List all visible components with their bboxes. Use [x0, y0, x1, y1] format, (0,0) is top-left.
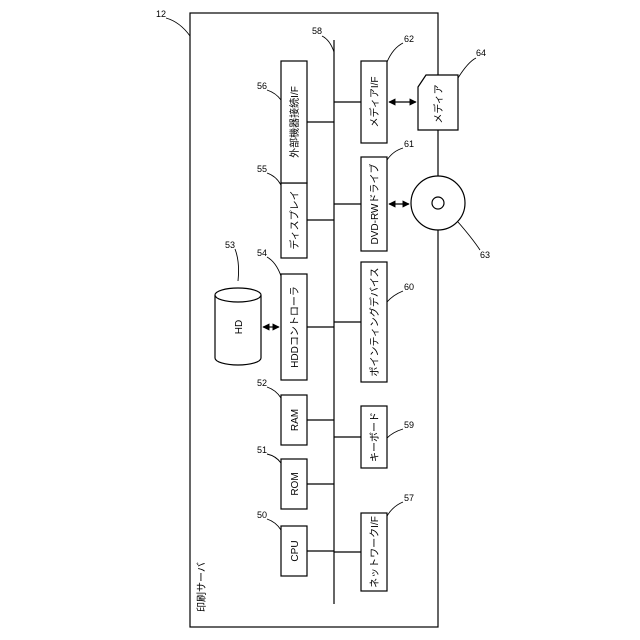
- hd-label: HD: [234, 320, 245, 334]
- media-if-label: メディアI/F: [368, 77, 381, 128]
- keyboard-ref: 59: [404, 420, 414, 430]
- display-label: ディスプレイ: [288, 190, 301, 249]
- print-server-label: 印刷サーバ: [196, 562, 208, 612]
- network-if-ref: 57: [404, 493, 414, 503]
- cpu-ref: 50: [257, 510, 267, 520]
- dvd-drive-block: DVD-RWドライブ 61: [334, 139, 414, 251]
- ram-block: RAM 52: [257, 378, 334, 445]
- keyboard-block: キーボード 59: [334, 406, 414, 468]
- print-server-ref-leader: [166, 18, 190, 36]
- dvd-drive-label: DVD-RWドライブ: [368, 164, 381, 245]
- network-if-label: ネットワークI/F: [369, 516, 381, 588]
- dvd-disc: 63: [411, 176, 490, 260]
- media-card: メディア 64: [418, 48, 486, 130]
- system-bus-ref: 58: [312, 26, 322, 36]
- media-label: メディア: [432, 84, 445, 123]
- hd-ref: 53: [225, 240, 235, 250]
- hdd-controller-block: HDDコントローラ 54: [257, 248, 334, 380]
- media-if-block: メディアI/F 62: [334, 34, 414, 143]
- rom-block: ROM 51: [257, 445, 334, 509]
- system-bus-ref-leader: [322, 36, 334, 52]
- hdd-controller-ref: 54: [257, 248, 267, 258]
- rom-ref: 51: [257, 445, 267, 455]
- ram-label: RAM: [290, 409, 301, 431]
- dvd-drive-ref: 61: [404, 139, 414, 149]
- external-if-ref: 56: [257, 81, 267, 91]
- external-if-label: 外部機器接続I/F: [288, 86, 301, 158]
- cpu-label: CPU: [290, 540, 301, 561]
- pointing-device-label: ポインティングデバイス: [368, 267, 381, 376]
- dvd-disc-ref: 63: [480, 250, 490, 260]
- print-server-ref: 12: [156, 9, 166, 19]
- display-ref: 55: [257, 164, 267, 174]
- external-if-block: 外部機器接続I/F 56: [257, 61, 334, 183]
- network-if-block: ネットワークI/F 57: [334, 493, 414, 591]
- hdd-controller-label: HDDコントローラ: [289, 286, 301, 368]
- cpu-block: CPU 50: [257, 510, 334, 576]
- hd-cylinder: HD 53: [215, 240, 261, 365]
- rom-label: ROM: [290, 472, 301, 495]
- ram-ref: 52: [257, 378, 267, 388]
- pointing-device-block: ポインティングデバイス 60: [334, 262, 414, 382]
- media-ref: 64: [476, 48, 486, 58]
- media-if-ref: 62: [404, 34, 414, 44]
- pointing-device-ref: 60: [404, 282, 414, 292]
- keyboard-label: キーボード: [369, 412, 381, 462]
